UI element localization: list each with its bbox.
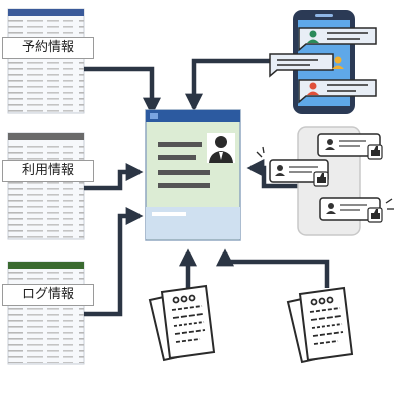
usage-info-label: 利用情報 <box>2 160 94 182</box>
arrow-chat <box>185 58 272 112</box>
usage-sheet-header <box>8 133 84 140</box>
profile-header-bar <box>146 110 240 122</box>
arrow-usage <box>84 163 144 191</box>
document-icon-left <box>148 284 216 362</box>
reservation-info-label: 予約情報 <box>2 37 94 59</box>
log-sheet-header <box>8 262 84 269</box>
center-profile-card <box>145 109 241 241</box>
user-avatar-icon <box>207 133 235 163</box>
reservation-sheet <box>7 8 85 114</box>
arrow-reservation <box>84 66 161 116</box>
usage-sheet <box>7 132 85 240</box>
document-icon-right <box>286 286 354 364</box>
chat-phone-icon <box>269 10 377 114</box>
arrow-review <box>246 159 298 189</box>
profile-footer <box>146 207 240 239</box>
log-sheet <box>7 261 85 365</box>
review-phone-icon <box>256 126 394 236</box>
arrow-log <box>84 207 144 317</box>
arrow-doc-right <box>216 248 330 288</box>
log-info-label: ログ情報 <box>2 284 94 306</box>
reservation-sheet-header <box>8 9 84 16</box>
